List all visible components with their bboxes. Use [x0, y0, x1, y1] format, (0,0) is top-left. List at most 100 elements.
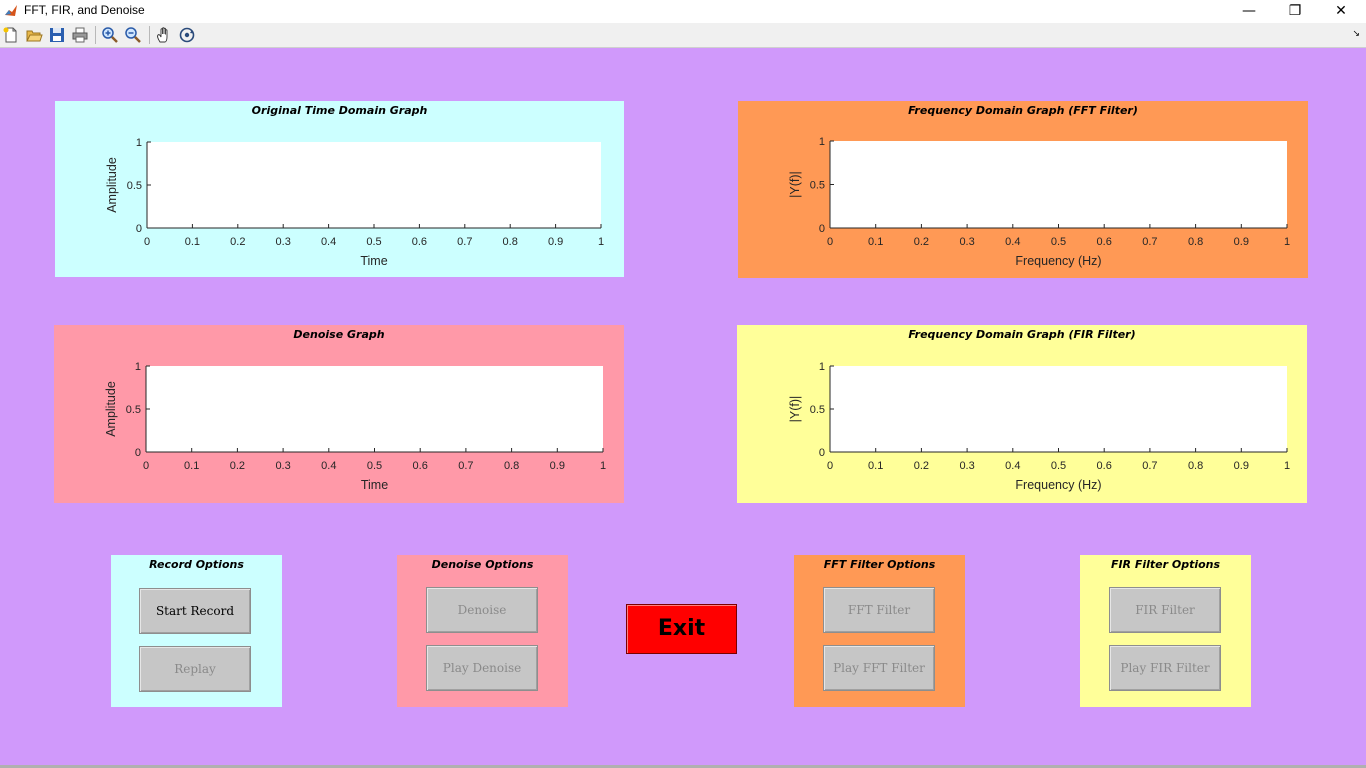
fft-y-axis-label: |Y(f)|	[788, 171, 802, 198]
figure-toolbar: ↘	[0, 23, 1366, 48]
play-denoise-button[interactable]: Play Denoise	[426, 645, 538, 691]
denoise-x-tick-label: 0.7	[458, 460, 473, 472]
original-x-tick-label: 0.1	[185, 236, 200, 248]
denoise-x-tick-label: 0.4	[321, 460, 336, 472]
fft-x-tick-label: 0.2	[914, 236, 929, 248]
denoise-y-axis-label: Amplitude	[104, 381, 118, 437]
panel-title-denoise: Denoise Graph	[293, 328, 385, 341]
record-options-panel: Record Options Start Record Replay	[111, 555, 282, 707]
record-options-title: Record Options	[149, 558, 244, 571]
original-x-axis-label: Time	[360, 254, 387, 268]
toolbar-separator	[95, 26, 96, 44]
fir-x-axis-label: Frequency (Hz)	[1015, 478, 1101, 492]
panel-title-fft: Frequency Domain Graph (FFT Filter)	[908, 104, 1138, 117]
fir-x-tick-label: 0	[827, 460, 833, 472]
fir-y-tick-label: 0.5	[810, 404, 825, 416]
fir-y-axis-label: |Y(f)|	[788, 396, 802, 423]
fir-x-tick-label: 0.8	[1188, 460, 1203, 472]
original-x-tick-label: 0.9	[548, 236, 563, 248]
fir-x-tick-label: 0.3	[959, 460, 974, 472]
open-file-icon[interactable]	[25, 26, 43, 44]
original-y-tick-label: 0.5	[127, 180, 142, 192]
rotate-3d-icon[interactable]	[178, 26, 196, 44]
fft-x-tick-label: 0.1	[868, 236, 883, 248]
fir-x-tick-label: 0.4	[1005, 460, 1020, 472]
fir-x-tick-label: 0.6	[1097, 460, 1112, 472]
original-x-tick-label: 0.6	[412, 236, 427, 248]
denoise-options-panel: Denoise Options Denoise Play Denoise	[397, 555, 568, 707]
fir-options-title: FIR Filter Options	[1110, 558, 1221, 571]
fft-filter-button[interactable]: FFT Filter	[823, 587, 935, 633]
original-x-tick-label: 0.2	[230, 236, 245, 248]
minimize-button[interactable]: —	[1242, 3, 1256, 19]
replay-button[interactable]: Replay	[139, 646, 251, 692]
denoise-y-tick-label: 1	[135, 361, 141, 373]
original-x-tick-label: 0.4	[321, 236, 336, 248]
denoise-x-tick-label: 0.1	[184, 460, 199, 472]
original-y-tick-label: 0	[136, 223, 142, 235]
fir-x-tick-label: 0.2	[914, 460, 929, 472]
toolbar-separator	[149, 26, 150, 44]
new-figure-icon[interactable]	[2, 26, 20, 44]
exit-button[interactable]: Exit	[626, 604, 737, 654]
window-titlebar: FFT, FIR, and Denoise — ❐ ✕	[0, 0, 1366, 23]
original-x-tick-label: 1	[598, 236, 604, 248]
fft-x-tick-label: 0.5	[1051, 236, 1066, 248]
fft-x-tick-label: 0.8	[1188, 236, 1203, 248]
denoise-x-tick-label: 0.3	[275, 460, 290, 472]
matlab-app-icon	[4, 4, 18, 18]
toolbar-overflow-icon[interactable]: ↘	[1352, 29, 1360, 39]
fir-filter-button[interactable]: FIR Filter	[1109, 587, 1221, 633]
zoom-out-icon[interactable]	[124, 26, 142, 44]
start-record-button[interactable]: Start Record	[139, 588, 251, 634]
fft-x-tick-label: 0.6	[1097, 236, 1112, 248]
original-x-tick-label: 0.5	[366, 236, 381, 248]
restore-button[interactable]: ❐	[1288, 3, 1302, 19]
print-icon[interactable]	[71, 26, 89, 44]
denoise-x-tick-label: 0.8	[504, 460, 519, 472]
fft-x-tick-label: 0.3	[959, 236, 974, 248]
denoise-y-tick-label: 0	[135, 447, 141, 459]
zoom-in-icon[interactable]	[101, 26, 119, 44]
original-x-tick-label: 0.7	[457, 236, 472, 248]
original-y-axis-label: Amplitude	[105, 157, 119, 213]
original-x-tick-label: 0.8	[503, 236, 518, 248]
denoise-x-tick-label: 0.5	[367, 460, 382, 472]
fft-options-title: FFT Filter Options	[823, 558, 936, 571]
fir-x-tick-label: 0.9	[1234, 460, 1249, 472]
fft-y-tick-label: 0	[819, 223, 825, 235]
fir-x-tick-label: 1	[1284, 460, 1290, 472]
fft-x-tick-label: 0.9	[1234, 236, 1249, 248]
original-x-tick-label: 0	[144, 236, 150, 248]
fft-plot-area	[830, 141, 1287, 228]
pan-hand-icon[interactable]	[155, 26, 173, 44]
fft-x-tick-label: 0	[827, 236, 833, 248]
denoise-plot-area	[146, 366, 603, 452]
play-fft-filter-button[interactable]: Play FFT Filter	[823, 645, 935, 691]
fft-options-panel: FFT Filter Options FFT Filter Play FFT F…	[794, 555, 965, 707]
fft-x-tick-label: 0.7	[1142, 236, 1157, 248]
close-button[interactable]: ✕	[1335, 3, 1347, 19]
fft-x-tick-label: 1	[1284, 236, 1290, 248]
save-icon[interactable]	[48, 26, 66, 44]
window-bottom-border	[0, 765, 1366, 768]
play-fir-filter-button[interactable]: Play FIR Filter	[1109, 645, 1221, 691]
denoise-button[interactable]: Denoise	[426, 587, 538, 633]
fir-y-tick-label: 0	[819, 447, 825, 459]
original-plot-area	[147, 142, 601, 228]
denoise-x-tick-label: 0.6	[413, 460, 428, 472]
fir-x-tick-label: 0.1	[868, 460, 883, 472]
fir-y-tick-label: 1	[819, 361, 825, 373]
window-title: FFT, FIR, and Denoise	[24, 3, 145, 17]
fft-y-tick-label: 0.5	[810, 180, 825, 192]
denoise-y-tick-label: 0.5	[126, 404, 141, 416]
fft-x-tick-label: 0.4	[1005, 236, 1020, 248]
original-y-tick-label: 1	[136, 137, 142, 149]
fir-x-tick-label: 0.5	[1051, 460, 1066, 472]
fir-plot-area	[830, 366, 1287, 452]
denoise-x-tick-label: 0	[143, 460, 149, 472]
fir-x-tick-label: 0.7	[1142, 460, 1157, 472]
original-x-tick-label: 0.3	[276, 236, 291, 248]
fir-options-panel: FIR Filter Options FIR Filter Play FIR F…	[1080, 555, 1251, 707]
